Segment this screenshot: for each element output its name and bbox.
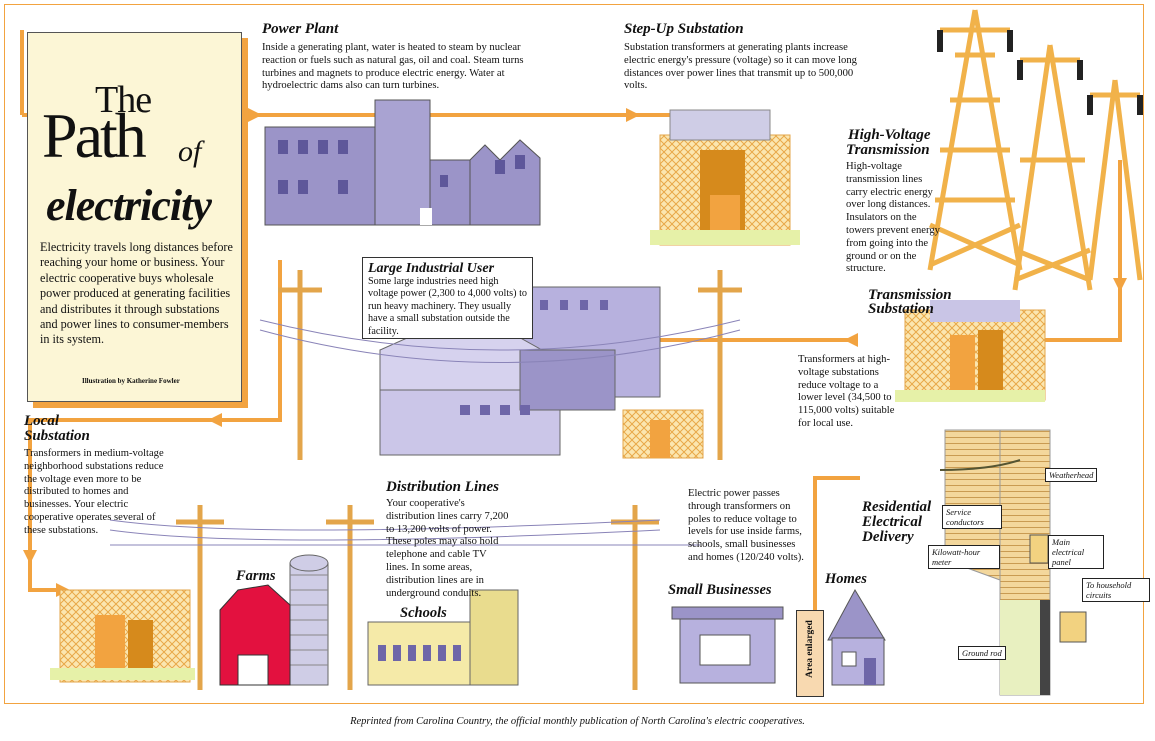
step-up-substation: [650, 109, 800, 246]
caption: Reprinted from Carolina Country, the off…: [350, 716, 805, 727]
residential-heading-3: Delivery: [862, 529, 914, 545]
home-building: [827, 588, 886, 686]
industrial-text: Some large industries need high voltage …: [368, 276, 528, 337]
area-enlarged-tag: Area enlarged: [796, 610, 824, 697]
power-plant-building: [264, 99, 541, 226]
title-the: The: [95, 79, 152, 121]
residential-heading: Residential: [862, 499, 932, 515]
high-voltage-text: High-voltage transmission lines carry el…: [846, 161, 940, 275]
small-businesses-label: Small Businesses: [668, 582, 772, 598]
kwh-meter-label: Kilowatt-hour meter: [928, 545, 1000, 569]
school-building: [367, 589, 519, 686]
industrial-facility: [379, 286, 704, 459]
residential-heading-2: Electrical: [862, 514, 922, 530]
service-conductors-label: Service conductors: [942, 505, 1002, 529]
step-up-text: Substation transformers at generating pl…: [624, 42, 857, 92]
small-business-building: [671, 606, 784, 684]
title-path: Path: [42, 100, 147, 171]
local-substation-heading-2: Substation: [24, 428, 90, 444]
power-plant-text: Inside a generating plant, water is heat…: [262, 42, 524, 92]
area-enlarged-label: Area enlarged: [805, 620, 815, 678]
transmission-towers: [927, 9, 1143, 291]
transmission-substation-heading-2: Substation: [868, 301, 934, 317]
pole-transformers-text: Electric power passes through transforme…: [688, 488, 804, 563]
transmission-substation: [895, 300, 1046, 402]
transmission-substation-text: Transformers at high-voltage substations…: [798, 354, 895, 429]
local-substation-text: Transformers in medium-voltage neighborh…: [24, 448, 164, 536]
industrial-info-box: Large Industrial User Some large industr…: [362, 257, 533, 339]
residential-detail: [939, 429, 1087, 696]
power-plant-heading: Power Plant: [262, 21, 339, 37]
intro-text: Electricity travels long distances befor…: [40, 240, 233, 347]
local-substation: [50, 589, 195, 683]
title-of: of: [178, 135, 202, 168]
illustration-credit: Illustration by Katherine Fowler: [82, 377, 180, 385]
industrial-heading: Large Industrial User: [368, 261, 495, 276]
farms-label: Farms: [236, 568, 276, 584]
utility-poles: [176, 270, 742, 690]
high-voltage-heading-2: Transmission: [846, 142, 930, 158]
schools-label: Schools: [400, 605, 447, 621]
main-panel-label: Main electrical panel: [1048, 535, 1104, 569]
homes-label: Homes: [825, 571, 867, 587]
border-frame: [4, 4, 1144, 704]
wires: [109, 319, 741, 546]
transmission-substation-heading: Transmission: [868, 287, 952, 303]
title-panel: [27, 32, 242, 402]
insulators: [937, 30, 1143, 115]
step-up-heading: Step-Up Substation: [624, 21, 744, 37]
distribution-heading: Distribution Lines: [386, 479, 499, 495]
title-electricity: electricity: [46, 181, 212, 230]
distribution-text: Your cooperative's distribution lines ca…: [386, 498, 509, 599]
weatherhead-label: Weatherhead: [1045, 468, 1098, 482]
high-voltage-heading: High-Voltage: [848, 127, 931, 143]
local-substation-heading: Local: [24, 413, 59, 429]
ground-rod-label: Ground rod: [958, 646, 1006, 660]
farm-buildings: [219, 554, 329, 686]
household-circuits-label: To household circuits: [1082, 578, 1150, 602]
